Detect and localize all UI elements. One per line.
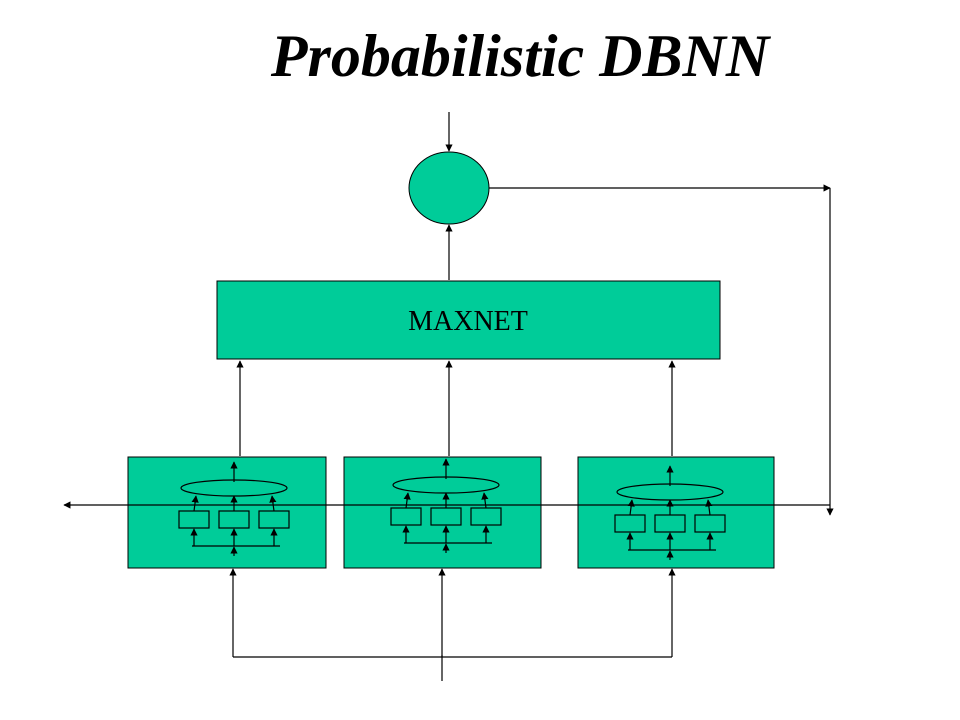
subnet-box-3: [577, 456, 775, 569]
maxnet-box: [216, 280, 721, 360]
output-node: [408, 151, 490, 225]
subnet3-cell-arrow-3: [705, 499, 713, 516]
subnet3-cell-arrow-1: [627, 499, 635, 516]
subnet1-cell-arrow-3: [269, 495, 277, 512]
subnet2-cell-arrow-3: [481, 492, 489, 509]
subnet1-cell-arrow-1: [191, 495, 199, 512]
subnet-box-1: [127, 456, 327, 569]
subnet2-cell-arrow-1: [403, 492, 411, 509]
subnet-box-2: [343, 456, 542, 569]
maxnet-label: MAXNET: [408, 306, 528, 337]
slide-title: Probabilistic DBNN: [270, 23, 770, 89]
